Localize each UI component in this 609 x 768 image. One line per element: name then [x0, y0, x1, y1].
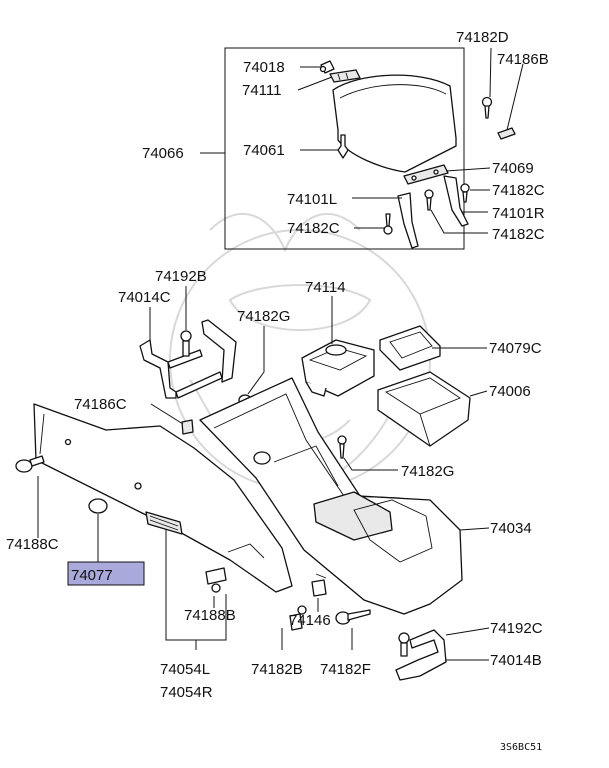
bolt-74192B — [180, 330, 192, 357]
screw-74182D — [481, 96, 493, 119]
label-74054R: 74054R — [160, 684, 213, 701]
label-74101R: 74101R — [492, 205, 545, 222]
figure-code: 3S6BC51 — [500, 742, 542, 753]
screw-74182G-b — [337, 435, 347, 459]
part-labels: 74182D 74186B 74018 74111 74061 74066 74… — [6, 29, 549, 753]
cup-holder-74114 — [301, 339, 375, 397]
label-74114: 74114 — [305, 279, 346, 296]
cap-74077 — [88, 498, 108, 514]
label-74192B: 74192B — [155, 268, 207, 285]
screw-74182C-b — [383, 213, 393, 235]
label-74182B: 74182B — [251, 661, 303, 678]
label-74018: 74018 — [243, 59, 285, 76]
label-74188B: 74188B — [184, 607, 236, 624]
label-74077: 74077 — [71, 567, 113, 584]
socket-74146 — [311, 573, 327, 597]
label-74014B: 74014B — [490, 652, 542, 669]
storage-box-74006 — [377, 371, 471, 447]
label-74182G-b: 74182G — [401, 463, 454, 480]
bracket-74101L — [397, 192, 419, 249]
armrest-lid — [332, 74, 457, 173]
clip-74188B — [205, 567, 227, 593]
bracket-74014B — [395, 629, 447, 681]
label-74111: 74111 — [242, 82, 282, 99]
label-74066: 74066 — [142, 145, 184, 162]
leader-lines — [37, 47, 524, 661]
label-74182G-a: 74182G — [237, 308, 290, 325]
clip-74186B — [497, 127, 516, 140]
label-74069: 74069 — [492, 160, 534, 177]
bracket-74101R — [443, 175, 469, 227]
label-74101L: 74101L — [287, 191, 337, 208]
label-74006: 74006 — [489, 383, 531, 400]
console-74034 — [199, 377, 463, 615]
label-74182C-b: 74182C — [287, 220, 340, 237]
clip-74018 — [319, 60, 335, 74]
label-74034: 74034 — [490, 520, 532, 537]
label-74079C: 74079C — [489, 340, 542, 357]
label-74186B: 74186B — [497, 51, 549, 68]
clip-74186C — [181, 419, 194, 435]
label-74061: 74061 — [243, 142, 285, 159]
label-74146: 74146 — [289, 612, 331, 629]
label-74182D: 74182D — [456, 29, 509, 46]
label-74186C: 74186C — [74, 396, 127, 413]
highlight-box-74077 — [67, 561, 145, 586]
armrest-assembly-box — [224, 47, 465, 250]
label-74188C: 74188C — [6, 536, 59, 553]
label-74182C-c: 74182C — [492, 226, 545, 243]
screw-74182C-a — [460, 183, 470, 203]
label-74192C: 74192C — [490, 620, 543, 637]
grommet-74188C — [15, 455, 45, 473]
label-74054L: 74054L — [160, 661, 210, 678]
grommet-74182F — [335, 609, 371, 625]
bulb-74182B — [289, 605, 307, 631]
side-panel-74054 — [33, 403, 293, 593]
label-74182C-a: 74182C — [492, 182, 545, 199]
tray-74079C — [379, 325, 441, 371]
label-74014C: 74014C — [118, 289, 171, 306]
pin-74061 — [337, 134, 349, 159]
label-74182F: 74182F — [320, 661, 371, 678]
hinge-plate-74069 — [403, 164, 449, 185]
bracket-74014C — [139, 319, 237, 399]
bolt-74192C — [398, 632, 410, 657]
screw-74182C-c — [424, 189, 434, 211]
hinge-74111 — [329, 69, 361, 83]
